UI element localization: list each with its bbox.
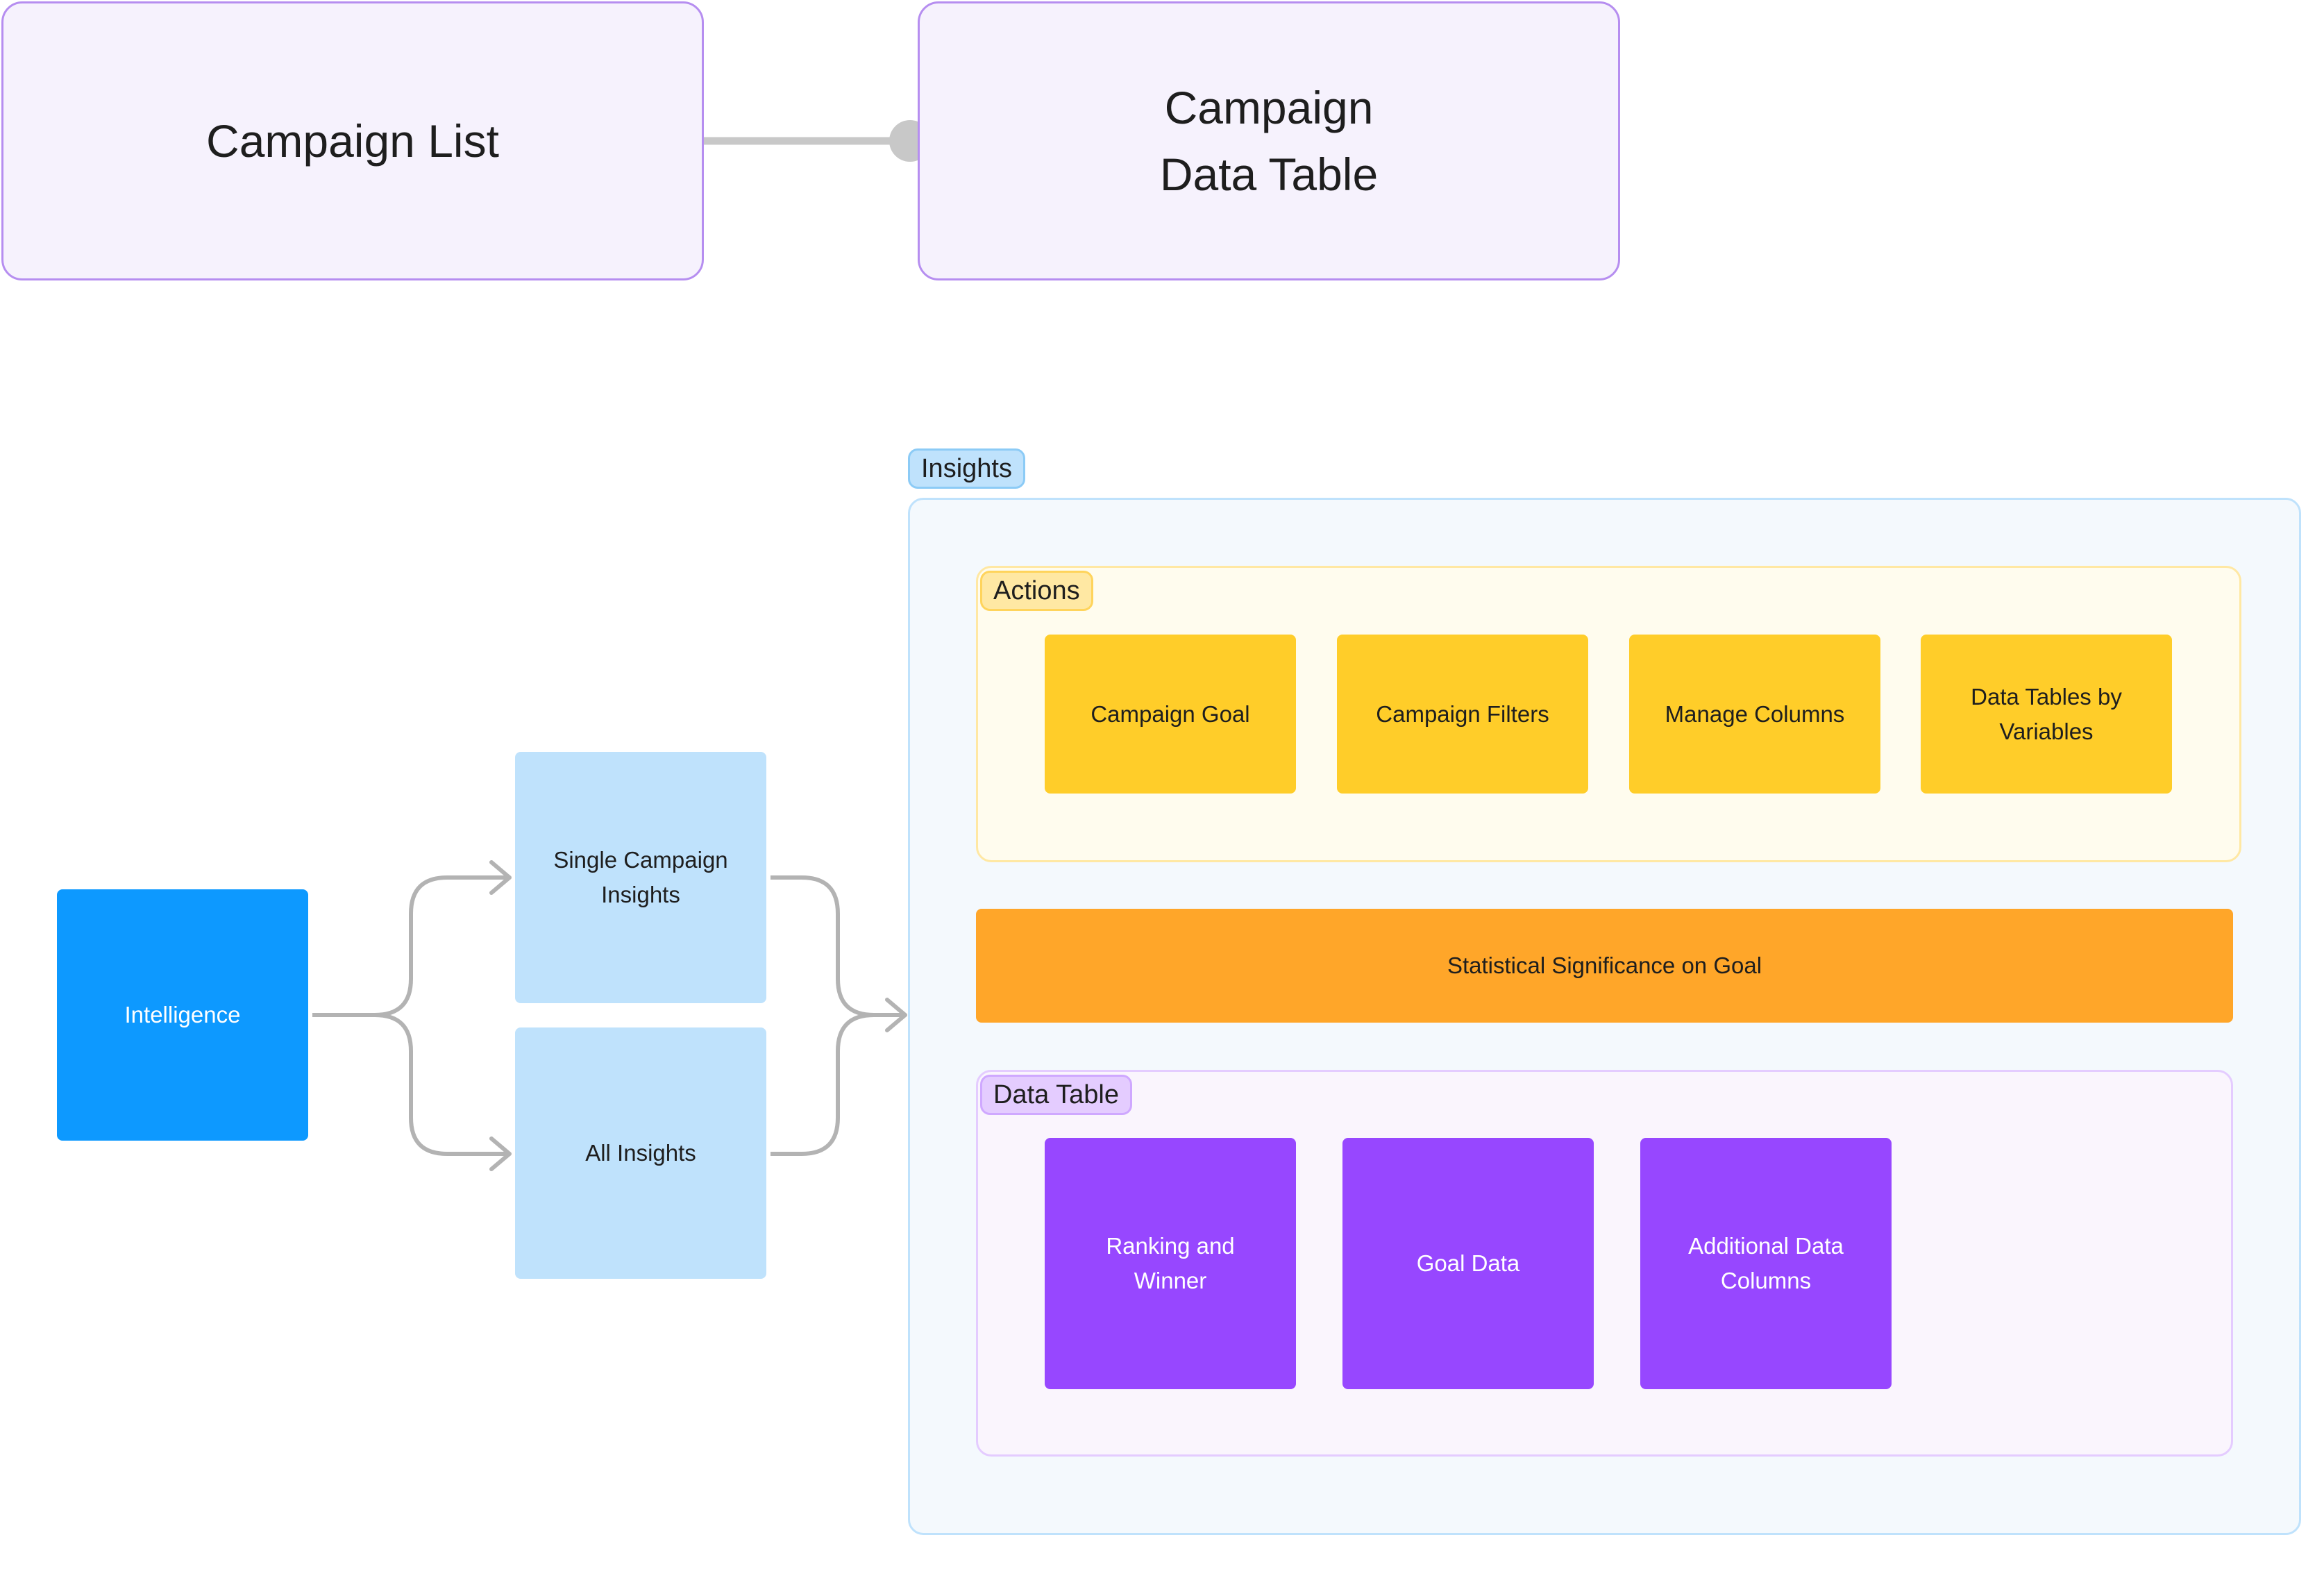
campaign-filters-line1: Campaign Filters [1376,700,1549,727]
campaign-filters-node[interactable]: Campaign Filters [1337,635,1588,794]
intelligence-label: Intelligence [124,1002,241,1027]
connector-intelligence-to-single [312,875,507,1017]
goal-data-node[interactable]: Goal Data [1342,1138,1594,1389]
additional-data-columns-line2: Columns [1720,1268,1812,1293]
single-campaign-insights-line2: Insights [601,882,680,907]
ranking-and-winner-line1: Ranking and [1106,1233,1235,1259]
data-tables-by-variables-node[interactable]: Data Tables by Variables [1921,635,2172,794]
data-tables-by-variables-line2: Variables [1999,718,2094,744]
manage-columns-node[interactable]: Manage Columns [1629,635,1880,794]
campaign-list-label: Campaign List [206,115,499,167]
single-campaign-insights-line1: Single Campaign [553,847,728,873]
single-campaign-insights-node[interactable]: Single Campaign Insights [515,752,766,1003]
additional-data-columns-line1: Additional Data [1688,1233,1844,1259]
campaign-goal-node[interactable]: Campaign Goal [1045,635,1296,794]
additional-data-columns-node[interactable]: Additional Data Columns [1640,1138,1892,1389]
campaign-list-box[interactable]: Campaign List [1,1,704,280]
manage-columns-line1: Manage Columns [1665,700,1845,727]
statistical-significance-bar[interactable]: Statistical Significance on Goal [976,909,2233,1023]
connector-single-to-insights [771,875,902,1017]
arrowhead-single [489,860,512,895]
connector-intelligence-to-all [312,1013,507,1156]
ranking-and-winner-node[interactable]: Ranking and Winner [1045,1138,1296,1389]
all-insights-label: All Insights [585,1140,696,1166]
connector-all-to-insights [771,1013,902,1156]
campaign-data-table-box[interactable]: Campaign Data Table [918,1,1620,280]
actions-section-label: Actions [980,571,1093,611]
all-insights-node[interactable]: All Insights [515,1027,766,1279]
campaign-data-table-label-line2: Data Table [1159,149,1379,200]
goal-data-line1: Goal Data [1416,1250,1520,1276]
campaign-goal-line1: Campaign Goal [1091,700,1250,727]
arrowhead-all [489,1136,512,1171]
ranking-and-winner-line2: Winner [1134,1268,1207,1293]
insights-section-label: Insights [908,448,1025,489]
statistical-significance-label: Statistical Significance on Goal [1447,953,1762,978]
intelligence-node[interactable]: Intelligence [57,889,308,1141]
data-tables-by-variables-line1: Data Tables by [1971,683,2122,710]
arrowhead-insights [885,998,907,1032]
campaign-data-table-label-line1: Campaign [1164,82,1374,133]
data-table-section-label: Data Table [980,1075,1132,1115]
